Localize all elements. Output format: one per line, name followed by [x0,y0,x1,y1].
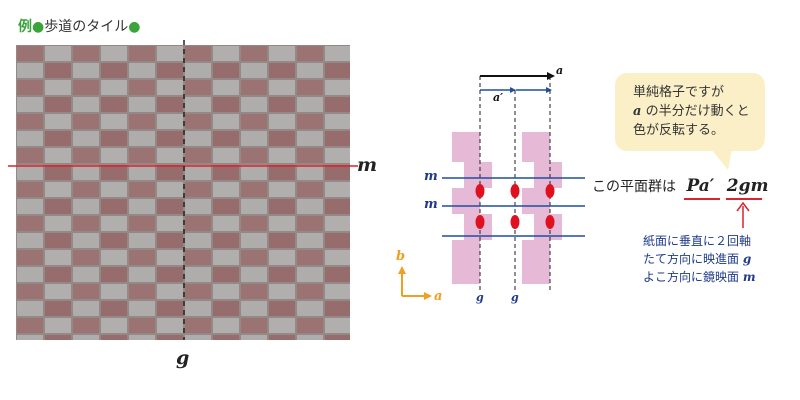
annot-line-3-text: よこ方向に鏡映面 [643,270,743,284]
example-label: 例 [18,19,32,35]
vector-a-head [547,72,555,80]
bullet-end-icon: ● [128,19,141,35]
annot-line-3: よこ方向に鏡映面 m [643,268,756,286]
pointer-arrow [736,201,750,228]
diagram-glide-label-2: g [511,291,519,304]
annot-line-2-text: たて方向に映進面 [643,252,743,266]
axis-a-label: a [434,289,443,304]
tile-photo [16,45,350,340]
annot-var-g: g [742,252,752,266]
photo-mirror-label: m [357,154,378,176]
formula-symbol-1: Pa′ [686,176,715,196]
plane-group-formula: この平面群は Pa′ 2gm [592,176,768,196]
speech-bubble: 単純格子ですが a の半分だけ動くと 色が反転する。 [615,73,765,151]
half-a-label: a′ [493,91,504,104]
diagram-mirror-label-2: m [424,197,438,212]
bubble-tail [712,150,732,170]
bullet-icon: ● [32,19,45,35]
twofold-axes [475,184,555,229]
bubble-line-2: a の半分だけ動くと [633,102,765,121]
heading: 例●歩道のタイル● [18,16,140,36]
vector-a-label: a [556,64,564,77]
bubble-var-a: a [633,104,642,119]
axis-b-label: b [396,249,406,264]
lattice-diagram [398,72,585,300]
diagram-glide-label-1: g [476,291,484,304]
axis-a-head [424,292,432,300]
annotation: 紙面に垂直に２回軸 たて方向に映進面 g よこ方向に鏡映面 m [643,232,756,286]
diagram-mirror-label-1: m [424,169,438,184]
underline-symbol-2 [726,198,762,200]
annot-line-2: たて方向に映進面 g [643,250,756,268]
formula-prefix: この平面群は [592,179,676,195]
heading-title: 歩道のタイル [44,19,129,35]
pink-tiles [452,132,562,284]
bubble-line-3: 色が反転する。 [633,123,725,138]
formula-symbol-2: 2gm [726,176,769,196]
photo-glide-label: g [176,347,190,369]
annot-line-1: 紙面に垂直に２回軸 [643,234,752,248]
annot-var-m: m [742,270,756,284]
bubble-line-1: 単純格子ですが [633,85,725,100]
axis-b-head [398,266,406,274]
underline-symbol-1 [684,198,720,200]
tile-pattern [16,45,350,340]
bubble-line-2-text: の半分だけ動くと [641,104,750,119]
